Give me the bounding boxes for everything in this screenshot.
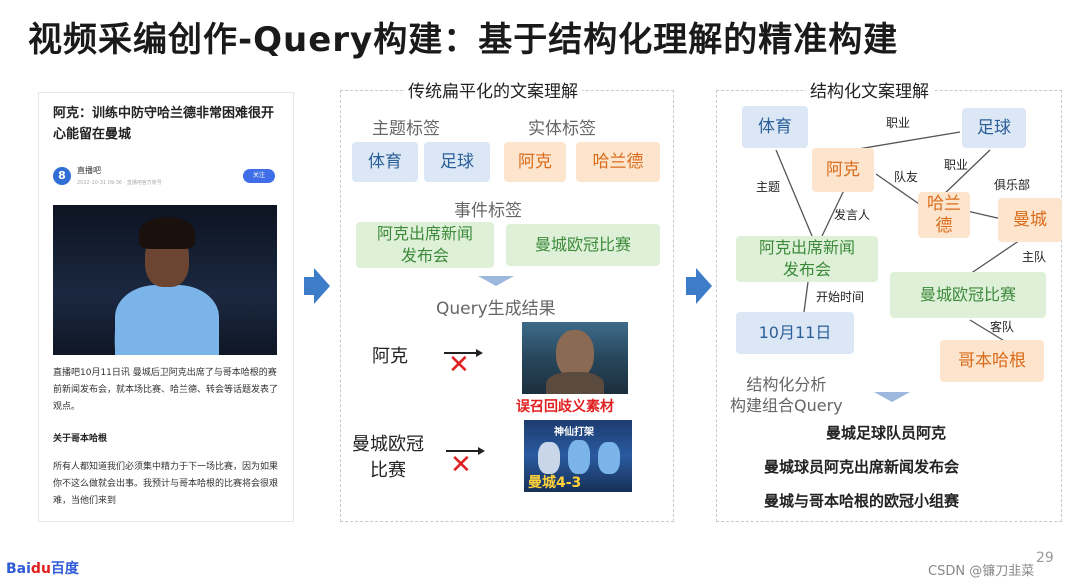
node-ucl-match: 曼城欧冠比赛 bbox=[890, 272, 1046, 318]
page-title: 视频采编创作-Query构建：基于结构化理解的精准构建 bbox=[28, 12, 898, 61]
edge-topic: 主题 bbox=[756, 178, 780, 195]
thumb-player-2 bbox=[568, 440, 590, 474]
event-tag-press: 阿克出席新闻 发布会 bbox=[356, 222, 494, 268]
thumb-face bbox=[556, 330, 594, 378]
topic-tag-football: 足球 bbox=[424, 142, 490, 182]
article-subheading: 关于哥本哈根 bbox=[53, 431, 107, 444]
node-mancity: 曼城 bbox=[998, 198, 1062, 242]
edge-club: 俱乐部 bbox=[994, 176, 1030, 193]
csdn-watermark: CSDN @镰刀韭菜 bbox=[928, 560, 1034, 579]
topic-tag-sport: 体育 bbox=[352, 142, 418, 182]
article-body: 直播吧10月11日讯 曼城后卫阿克出席了与哥本哈根的赛前新闻发布会，就本场比赛、… bbox=[53, 365, 281, 416]
node-sport: 体育 bbox=[742, 106, 808, 148]
article-card: 阿克：训练中防守哈兰德非常困难很开心能留在曼城 8 直播吧 2022-10-31… bbox=[38, 92, 294, 522]
x-mark-icon: ✕ bbox=[450, 450, 472, 480]
page-number: 29 bbox=[1036, 550, 1054, 566]
logo-cn: 百度 bbox=[51, 561, 79, 577]
edge-start-time: 开始时间 bbox=[816, 288, 864, 305]
thumb-top-text: 神仙打架 bbox=[554, 423, 594, 438]
photo-hair bbox=[139, 217, 195, 249]
event-tag-label: 事件标签 bbox=[454, 196, 522, 221]
node-press-conference: 阿克出席新闻 发布会 bbox=[736, 236, 878, 282]
down-arrow-icon bbox=[874, 392, 910, 402]
thumb-body bbox=[546, 372, 604, 394]
article-headline: 阿克：训练中防守哈兰德非常困难很开心能留在曼城 bbox=[53, 103, 281, 145]
result-query-1: 曼城足球队员阿克 bbox=[826, 422, 946, 443]
edge-career-1: 职业 bbox=[886, 114, 910, 131]
thumb-player-3 bbox=[598, 442, 620, 474]
flat-panel-title: 传统扁平化的文案理解 bbox=[404, 77, 582, 102]
result-query-2: 曼城球员阿克出席新闻发布会 bbox=[764, 456, 959, 477]
arrow-right-icon bbox=[476, 349, 483, 357]
author-meta: 2022-10-31 09:36 · 直播吧官方账号 bbox=[77, 179, 162, 186]
node-football: 足球 bbox=[962, 108, 1026, 148]
author-avatar: 8 bbox=[53, 167, 71, 185]
down-arrow-icon bbox=[478, 276, 514, 286]
flow-arrow-2 bbox=[686, 268, 716, 304]
arrow-right-icon bbox=[478, 447, 485, 455]
photo-shirt bbox=[115, 285, 219, 355]
edge-teammate: 队友 bbox=[894, 168, 918, 185]
entity-tag-haaland: 哈兰德 bbox=[576, 142, 660, 182]
query-ucl: 曼城欧冠 比赛 bbox=[352, 432, 424, 484]
article-photo bbox=[53, 205, 277, 355]
ambiguous-thumbnail bbox=[522, 322, 628, 394]
node-date: 10月11日 bbox=[736, 312, 854, 354]
topic-tag-label: 主题标签 bbox=[372, 114, 440, 139]
edge-home: 主队 bbox=[1022, 248, 1046, 265]
baidu-logo: Baidu百度 bbox=[6, 558, 79, 578]
logo-bai: Bai bbox=[6, 561, 31, 577]
wrong-recall-caption: 误召回歧义素材 bbox=[516, 396, 614, 416]
node-haaland: 哈兰 德 bbox=[918, 192, 970, 238]
event-tag-ucl: 曼城欧冠比赛 bbox=[506, 224, 660, 266]
article-body-2: 所有人都知道我们必须集中精力于下一场比赛，因为如果你不这么做就会出事。我预计与哥… bbox=[53, 459, 281, 510]
edge-away: 客队 bbox=[990, 318, 1014, 335]
x-mark-icon: ✕ bbox=[448, 350, 470, 380]
node-ake: 阿克 bbox=[812, 148, 874, 192]
entity-tag-label: 实体标签 bbox=[528, 114, 596, 139]
edge-speaker: 发言人 bbox=[834, 206, 870, 223]
thumb-score: 曼城4-3 bbox=[528, 472, 581, 492]
logo-du: du bbox=[31, 561, 51, 577]
follow-button[interactable]: 关注 bbox=[243, 169, 275, 183]
flow-arrow-1 bbox=[304, 268, 334, 304]
query-result-label: Query生成结果 bbox=[436, 294, 556, 319]
result-query-3: 曼城与哥本哈根的欧冠小组赛 bbox=[764, 490, 959, 511]
match-thumbnail: 神仙打架 曼城4-3 bbox=[524, 420, 632, 492]
edge-career-2: 职业 bbox=[944, 156, 968, 173]
analysis-label: 结构化分析 构建组合Query bbox=[730, 374, 843, 416]
entity-tag-ake: 阿克 bbox=[504, 142, 566, 182]
author-name: 直播吧 bbox=[77, 165, 101, 176]
query-ake: 阿克 bbox=[372, 342, 408, 368]
node-copenhagen: 哥本哈根 bbox=[940, 340, 1044, 382]
thumb-player-1 bbox=[538, 442, 560, 474]
